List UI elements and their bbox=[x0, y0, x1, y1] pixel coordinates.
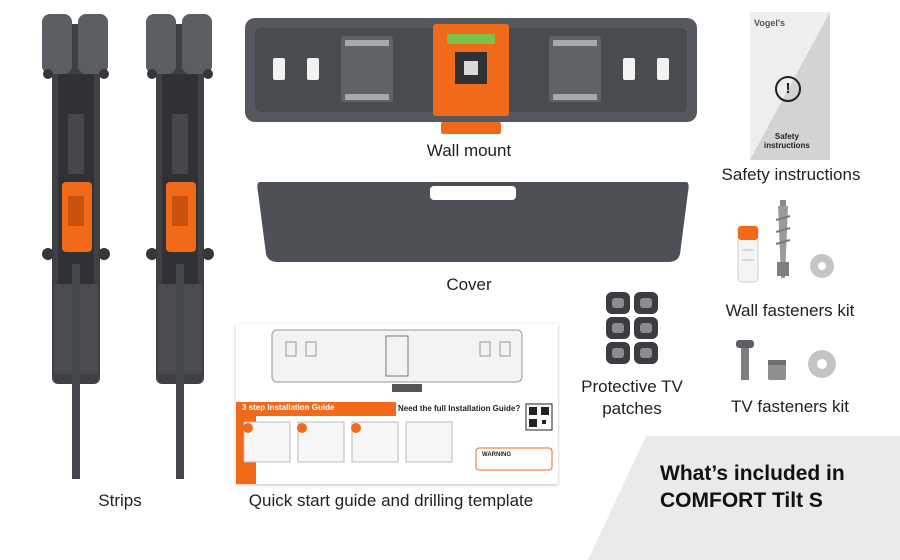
guide-full-title: Need the full Installation Guide? bbox=[398, 404, 521, 413]
banner-bg bbox=[588, 436, 900, 560]
strips-label: Strips bbox=[98, 491, 142, 510]
wall-mount bbox=[245, 18, 697, 136]
wall-fasteners-kit bbox=[730, 200, 840, 286]
strip-left bbox=[38, 14, 114, 484]
tv-fasteners-kit bbox=[732, 338, 842, 384]
cover-label: Cover bbox=[446, 275, 492, 294]
wall-fasteners-label: Wall fasteners kit bbox=[725, 301, 855, 320]
banner-title: What’s included in COMFORT Tilt S bbox=[660, 462, 845, 512]
cover bbox=[254, 178, 692, 264]
booklet-brand: Vogel's bbox=[754, 18, 785, 28]
guide-label: Quick start guide and drilling template bbox=[248, 491, 534, 510]
booklet-title: Safety instructions bbox=[764, 132, 810, 150]
booklet-warning-icon: ! bbox=[775, 76, 801, 102]
guide-step-title: 3 step Installation Guide bbox=[242, 403, 335, 412]
guide-warning: WARNING bbox=[482, 452, 511, 458]
safety-booklet: Vogel's ! Safety instructions bbox=[750, 12, 830, 160]
wall-mount-label: Wall mount bbox=[426, 141, 512, 160]
tv-fasteners-label: TV fasteners kit bbox=[730, 397, 850, 416]
patches-label: Protective TV patches bbox=[581, 377, 683, 418]
quick-start-guide: 3 step Installation Guide Need the full … bbox=[236, 324, 558, 484]
protective-patches bbox=[604, 290, 660, 366]
strip-right bbox=[142, 14, 218, 484]
safety-label: Safety instructions bbox=[721, 165, 861, 184]
